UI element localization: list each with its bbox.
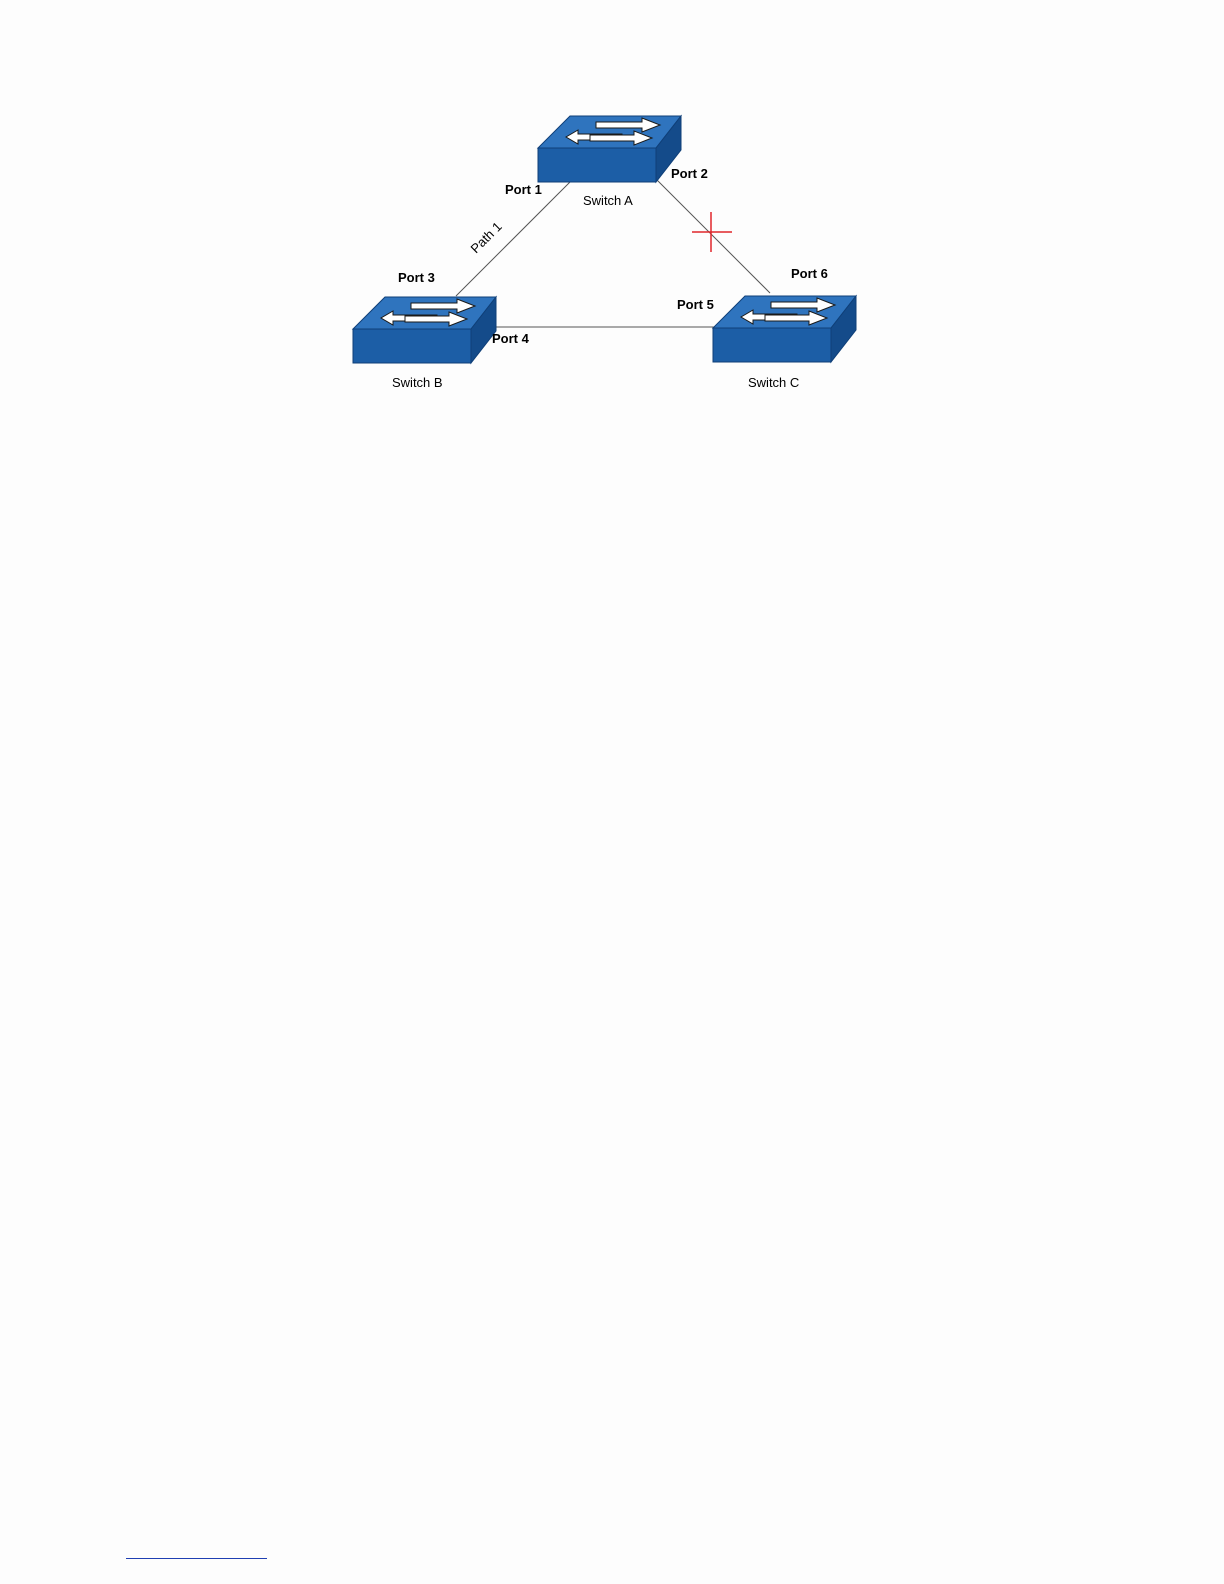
switch-c-icon <box>713 296 856 362</box>
link-switch-a-switch-c <box>655 178 770 293</box>
footnote-separator <box>126 1558 267 1559</box>
switch-a-label: Switch A <box>583 193 633 208</box>
switch-c-label: Switch C <box>748 375 799 390</box>
port-1-label: Port 1 <box>505 182 542 197</box>
port-5-label: Port 5 <box>677 297 714 312</box>
port-4-label: Port 4 <box>492 331 530 346</box>
blocked-link-marker-icon <box>692 212 732 252</box>
port-3-label: Port 3 <box>398 270 435 285</box>
switch-b-icon <box>353 297 496 363</box>
path-1-label: Path 1 <box>468 219 505 256</box>
switch-b-label: Switch B <box>392 375 443 390</box>
port-6-label: Port 6 <box>791 266 828 281</box>
port-2-label: Port 2 <box>671 166 708 181</box>
switch-a-icon <box>538 116 681 182</box>
